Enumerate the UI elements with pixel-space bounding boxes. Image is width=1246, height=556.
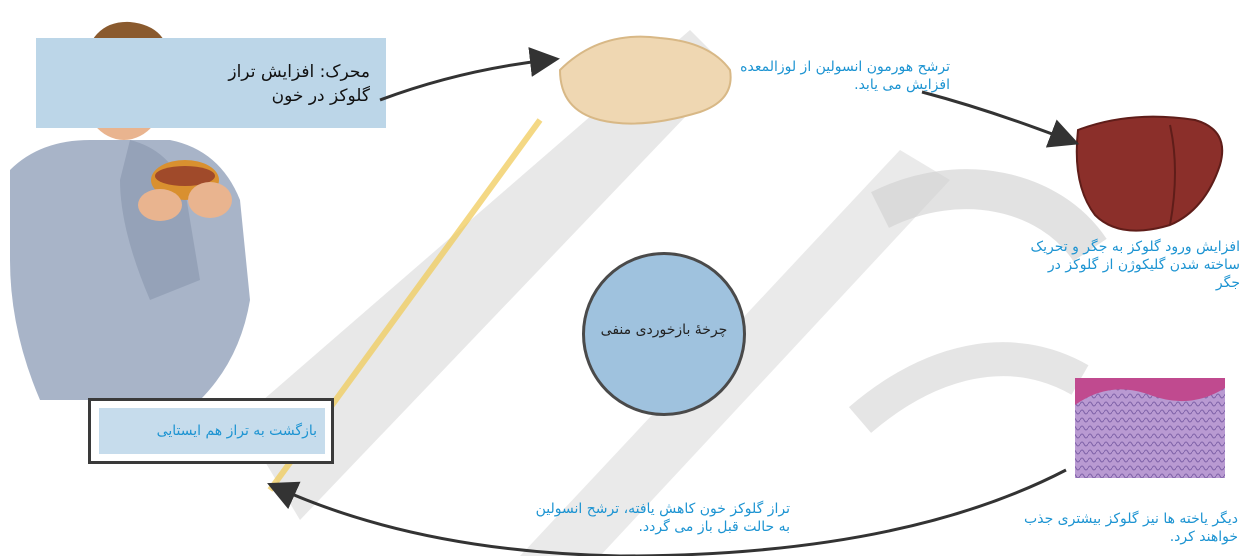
decrease-step-text: تراز گلوکز خون کاهش یافته، ترشح انسولین … — [520, 500, 790, 536]
return-box: بازگشت به تراز هم ایستایی — [88, 398, 334, 464]
tissue-illustration — [1075, 378, 1225, 478]
arrow-stimulus-to-pancreas — [380, 60, 548, 100]
pancreas-step-text: ترشح هورمون انسولین از لوزالمعده افزایش … — [736, 58, 950, 94]
pancreas-illustration — [560, 37, 731, 124]
cells-step-text: دیگر یاخته ها نیز گلوکز بیشتری جذب خواهن… — [1016, 510, 1238, 546]
arrow-pancreas-to-liver — [922, 92, 1068, 140]
center-label: چرخۀ بازخوردی منفی — [582, 322, 746, 338]
return-box-inner: بازگشت به تراز هم ایستایی — [99, 408, 325, 454]
stimulus-label: محرک: افزایش تراز گلوکز در خون — [200, 60, 370, 108]
liver-step-text: افزایش ورود گلوکز به جگر و تحریک ساخته ش… — [1022, 238, 1240, 292]
return-box-label: بازگشت به تراز هم ایستایی — [99, 408, 325, 454]
liver-illustration — [1077, 117, 1222, 231]
